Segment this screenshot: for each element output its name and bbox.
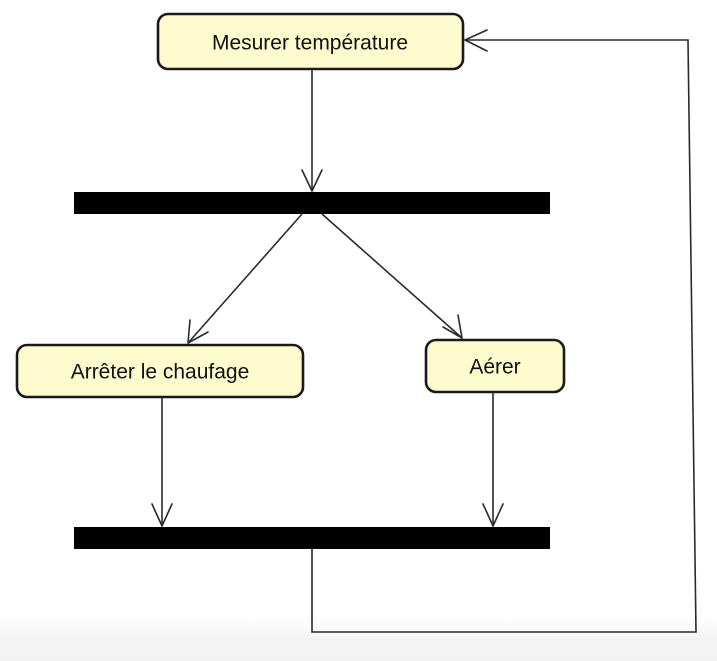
action-measure-temperature[interactable]: Mesurer température	[156, 12, 465, 71]
action-stop-heating-label: Arrêter le chaufage	[71, 361, 250, 384]
action-measure-temperature-label: Mesurer température	[212, 32, 408, 55]
action-ventilate-box	[424, 338, 566, 394]
arrowhead-icon	[442, 314, 463, 339]
edge-fork-to-ventilate	[321, 213, 463, 339]
join-bar	[74, 527, 550, 549]
fork-bar	[74, 192, 550, 214]
action-stop-heating-box	[15, 343, 305, 399]
arrowhead-icon	[187, 319, 209, 344]
edge-measure-to-fork	[301, 69, 323, 192]
edge-fork-to-stop-heating	[187, 213, 303, 344]
action-measure-temperature-box	[156, 12, 465, 71]
action-ventilate[interactable]: Aérer	[424, 338, 566, 394]
edge-ventilate-to-join	[482, 392, 504, 527]
edge-stop-heating-to-join	[151, 397, 173, 527]
action-ventilate-label: Aérer	[469, 356, 520, 379]
arrowhead-icon	[301, 169, 323, 192]
action-stop-heating[interactable]: Arrêter le chaufage	[15, 343, 305, 399]
edge-join-to-measure	[311, 29, 697, 633]
arrowhead-icon	[151, 503, 173, 527]
arrowhead-icon	[482, 503, 504, 527]
arrowhead-icon	[464, 29, 488, 52]
